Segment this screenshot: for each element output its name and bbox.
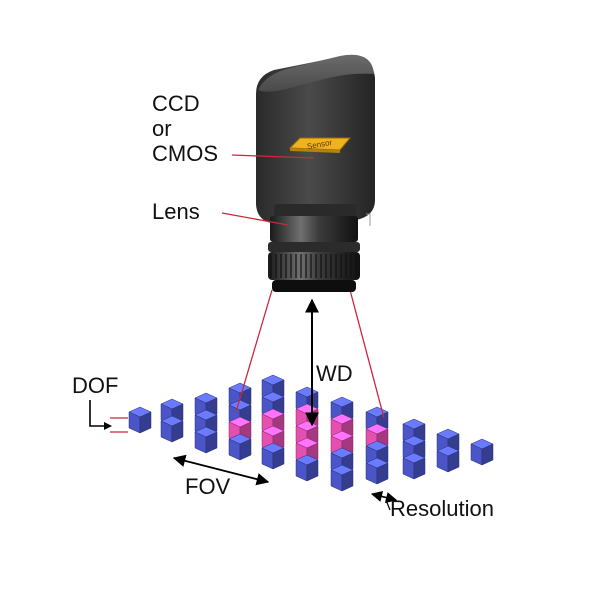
object-cube (365, 457, 389, 485)
camera: Sensor (256, 54, 375, 292)
or-label: or (152, 116, 172, 141)
object-cube (160, 415, 184, 443)
object-cube (402, 452, 426, 480)
object-cube (194, 426, 218, 454)
fov-cone-left-line (235, 289, 273, 413)
resolution-label: Resolution (390, 496, 494, 521)
object-cube (228, 433, 252, 461)
camera-top-face (258, 54, 374, 92)
object-cube (470, 438, 494, 466)
lens-edge-mark (366, 213, 371, 226)
sensor-chip: Sensor (288, 137, 352, 153)
fov-arrow (172, 454, 270, 486)
fov-label: FOV (185, 474, 231, 499)
dof-label: DOF (72, 373, 118, 398)
dof-bracket (89, 400, 128, 433)
cmos-label: CMOS (152, 141, 218, 166)
lens-pointer-line (221, 212, 289, 226)
sensor-label: Sensor (306, 138, 333, 151)
object-cube (261, 442, 285, 470)
lens-label: Lens (152, 199, 200, 224)
fov-cone-right-line (349, 289, 385, 419)
object-cube (436, 445, 460, 473)
object-cube (295, 454, 319, 482)
fov-cone-lines (235, 289, 385, 419)
object-cube (330, 464, 354, 492)
lens (268, 204, 360, 292)
wd-label: WD (316, 361, 353, 386)
ccd-label: CCD (152, 91, 200, 116)
object-cube (128, 406, 152, 434)
resolution-arrow (370, 491, 398, 511)
lens-knurl (270, 254, 357, 278)
cmos-pointer-line (231, 154, 315, 159)
